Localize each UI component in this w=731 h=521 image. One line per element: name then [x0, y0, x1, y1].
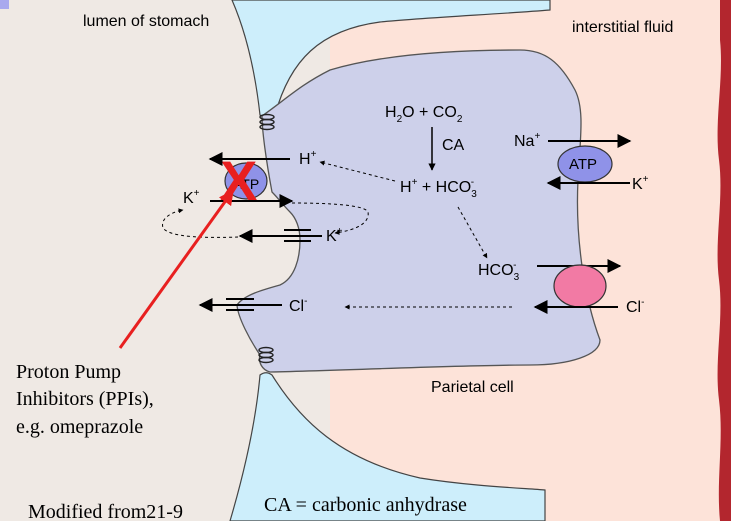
cl-ion-label-apical: Cl-	[289, 296, 307, 315]
k-return-dashed-path	[162, 208, 239, 238]
parietal-cell-label: Parietal cell	[431, 379, 514, 396]
tight-junction-bottom	[258, 346, 274, 364]
tight-junction-top	[259, 113, 275, 131]
ppi-label-line-2: Inhibitors (PPIs),	[16, 388, 154, 410]
cl-ion-label-basolateral: Cl-	[626, 297, 644, 316]
hco3-dashed-to-exchanger	[457, 206, 488, 259]
h-dashed-to-pump	[319, 160, 396, 182]
k-ion-label-basolateral: K+	[632, 174, 649, 193]
blood-vessel-wall	[717, 0, 731, 521]
slide-corner-mark	[0, 0, 9, 9]
cl-hco3-exchanger	[553, 264, 607, 308]
h-ion-label-pump: H+	[299, 149, 317, 168]
parietal-cell-body	[236, 49, 601, 373]
proton-pump-atp-label: ATP	[233, 176, 259, 192]
ppi-label-line-3: e.g. omeprazole	[16, 416, 143, 438]
lumen-label: lumen of stomach	[83, 13, 209, 30]
ppi-label-line-1: Proton Pump	[16, 361, 121, 383]
na-k-atpase-label: ATP	[569, 156, 597, 173]
k-recycle-dashed-path	[291, 202, 369, 235]
ca-definition: CA = carbonic anhydrase	[264, 494, 467, 516]
ppi-pointer-arrow	[118, 189, 234, 349]
interstitial-fluid-label: interstitial fluid	[572, 19, 673, 36]
bottom-lumen-region	[229, 372, 546, 521]
hco3-ion-label: HCO3-	[478, 260, 520, 283]
reactants-label: H2O + CO2	[385, 104, 463, 125]
source-note: Modified from21-9	[28, 501, 183, 521]
k-ion-label-channel: K+	[326, 226, 343, 245]
na-ion-label: Na+	[514, 131, 540, 150]
proton-pump-atpase	[224, 162, 268, 200]
k-ion-label-pump: K+	[183, 188, 200, 207]
top-lumen-region	[231, 0, 551, 118]
products-label: H+ + HCO3-	[400, 177, 477, 200]
ca-enzyme-label: CA	[442, 137, 465, 154]
